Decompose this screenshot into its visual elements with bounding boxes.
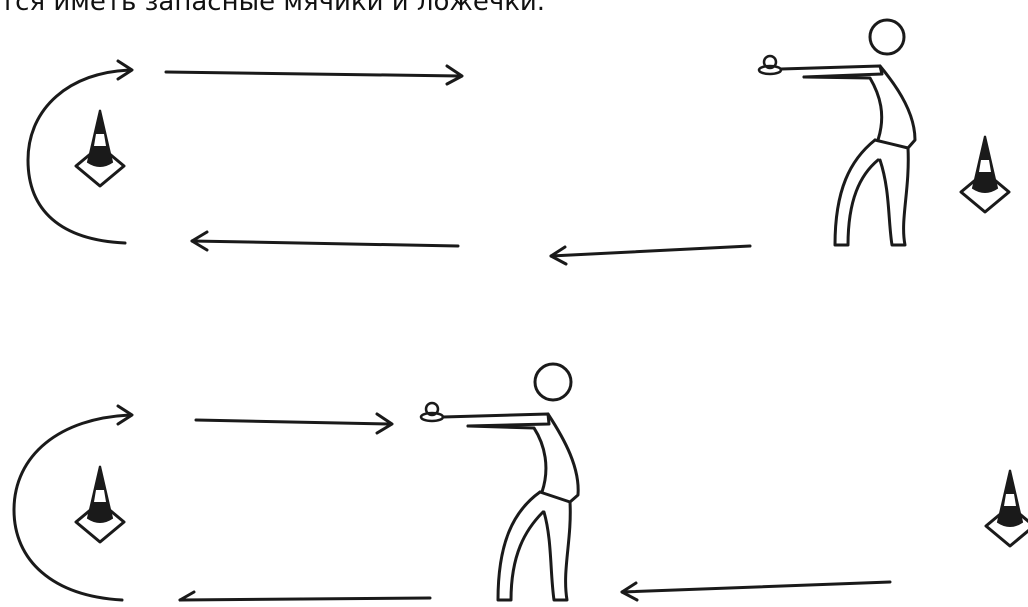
u-turn-arrow-bottom <box>14 415 130 600</box>
top-lane <box>28 20 1009 264</box>
arrow-right-bottom <box>196 420 390 424</box>
arrow-left-top-2 <box>551 246 750 256</box>
bottom-lane <box>14 364 1028 600</box>
cone-icon <box>76 110 124 186</box>
runner-figure-top <box>759 20 915 245</box>
arrow-left-bottom-2 <box>622 582 890 592</box>
cone-icon <box>76 466 124 542</box>
arrow-left-top-1 <box>192 241 458 246</box>
cone-icon <box>961 136 1009 212</box>
cone-icon <box>986 470 1028 546</box>
arrow-right-top <box>166 72 460 76</box>
runner-figure-bottom <box>421 364 578 600</box>
arrow-left-bottom-1 <box>180 598 430 600</box>
